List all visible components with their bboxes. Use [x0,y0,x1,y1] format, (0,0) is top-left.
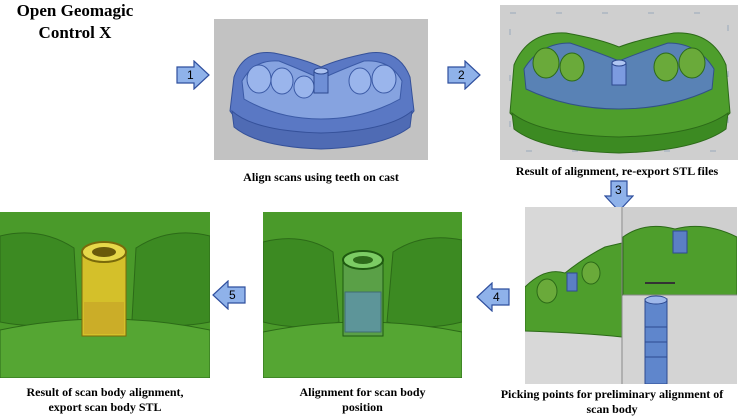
caption-final-result-line2: export scan body STL [48,400,162,414]
caption-final-result: Result of scan body alignment, export sc… [0,385,210,415]
panel-alignment-result [500,5,738,160]
step-number-4: 4 [493,290,500,304]
panel-align-scans [214,19,428,160]
caption-alignment-result: Result of alignment, re-export STL files [515,164,719,178]
panel-final-result [0,212,210,378]
start-title-line2: Control X [38,23,112,42]
step-arrow-2: 2 [447,60,481,90]
step-number-1: 1 [187,68,194,82]
caption-scan-body-position-line2: position [342,400,383,414]
panel-scan-body-position [263,212,462,378]
step-number-2: 2 [458,68,465,82]
step-arrow-5: 5 [212,280,246,310]
step-number-5: 5 [229,288,236,302]
caption-scan-body-position-line1: Alignment for scan body [299,385,426,399]
caption-picking-points-line1: Picking points for preliminary alignment… [500,387,724,401]
caption-align-scans: Align scans using teeth on cast [243,170,399,184]
caption-final-result-line1: Result of scan body alignment, [26,385,184,399]
step-number-3: 3 [615,183,622,197]
caption-picking-points-line2: scan body [586,402,638,416]
step-arrow-3: 3 [604,180,634,212]
caption-picking-points: Picking points for preliminary alignment… [484,387,740,417]
start-title: Open Geomagic Control X [0,0,150,44]
step-arrow-1: 1 [176,60,210,90]
step-arrow-4: 4 [476,282,510,312]
caption-scan-body-position: Alignment for scan body position [263,385,462,415]
panel-picking-points [525,207,737,384]
start-title-line1: Open Geomagic [16,1,134,20]
